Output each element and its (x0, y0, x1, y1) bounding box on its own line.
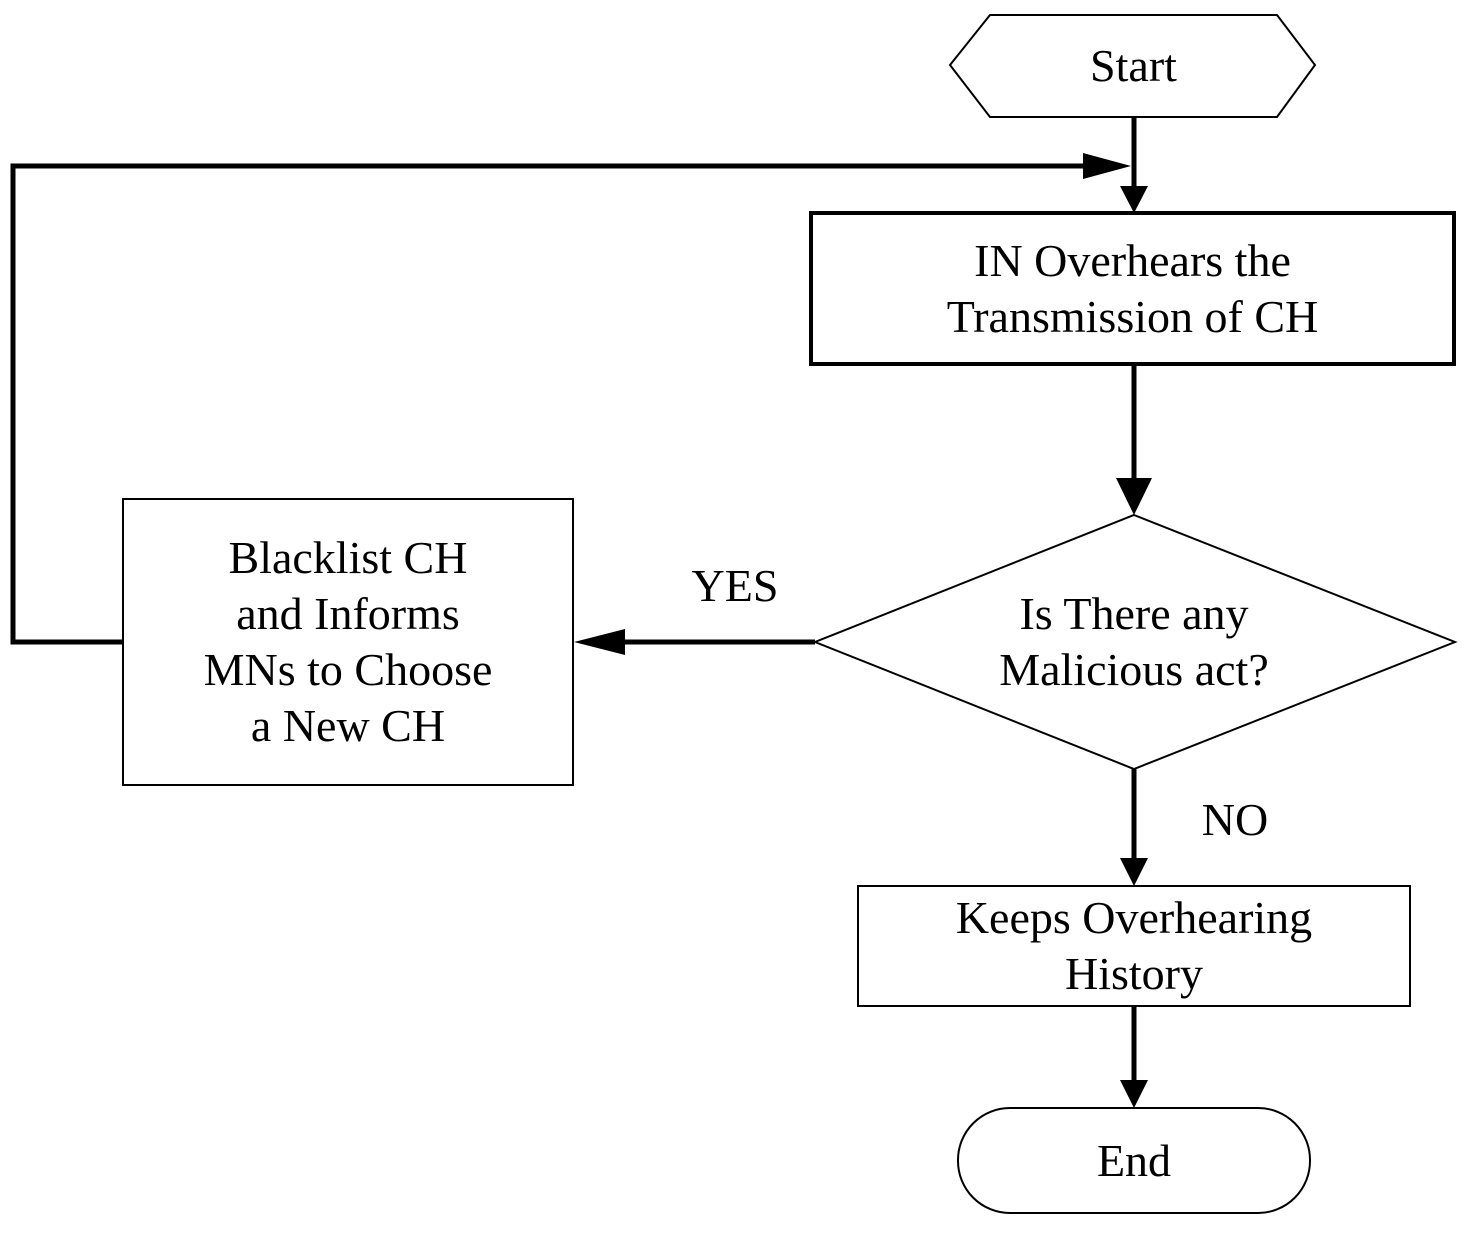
yes-text: YES (691, 560, 779, 611)
blacklist-text-line-1: Blacklist CH (228, 532, 468, 583)
overhear-label: IN Overhears the Transmission of CH (811, 213, 1454, 364)
keeps-history-label: Keeps Overhearing History (858, 886, 1410, 1006)
decision-text-line-2: Malicious act? (999, 644, 1269, 695)
arrowhead-into-blacklist (574, 629, 625, 655)
no-edge-label: NO (1170, 792, 1300, 852)
blacklist-text-line-2: and Informs (236, 588, 460, 639)
blacklist-text-line-3: MNs to Choose (203, 644, 493, 695)
arrowhead-into-overhear (1120, 186, 1148, 213)
arrowhead-into-keeps (1120, 858, 1148, 886)
overhear-text-line-2: Transmission of CH (946, 290, 1319, 342)
start-text: Start (1090, 40, 1177, 91)
blacklist-label: Blacklist CH and Informs MNs to Choose a… (123, 499, 573, 785)
arrowhead-into-decision (1116, 478, 1152, 515)
keeps-text-line-2: History (1065, 948, 1203, 999)
decision-text-line-1: Is There any (1019, 588, 1249, 639)
no-text: NO (1201, 794, 1269, 845)
arrowhead-into-end (1120, 1080, 1148, 1108)
end-label: End (958, 1108, 1310, 1213)
arrowhead-loop-into-main (1083, 153, 1131, 179)
connectors (10, 117, 1137, 1082)
start-label: Start (990, 15, 1277, 117)
keeps-text-line-1: Keeps Overhearing (955, 892, 1313, 943)
overhear-process-box (809, 211, 1456, 366)
edge-blacklist-loop-back (10, 163, 1085, 645)
yes-edge-label: YES (660, 558, 810, 618)
overhear-text-line-1: IN Overhears the (974, 234, 1291, 286)
arrowheads (574, 153, 1152, 1108)
start-terminal-shape (948, 14, 1317, 118)
blacklist-text-line-4: a New CH (250, 700, 446, 751)
decision-label: Is There any Malicious act? (900, 580, 1368, 704)
blacklist-process-box (122, 498, 574, 786)
end-text: End (1096, 1134, 1172, 1186)
